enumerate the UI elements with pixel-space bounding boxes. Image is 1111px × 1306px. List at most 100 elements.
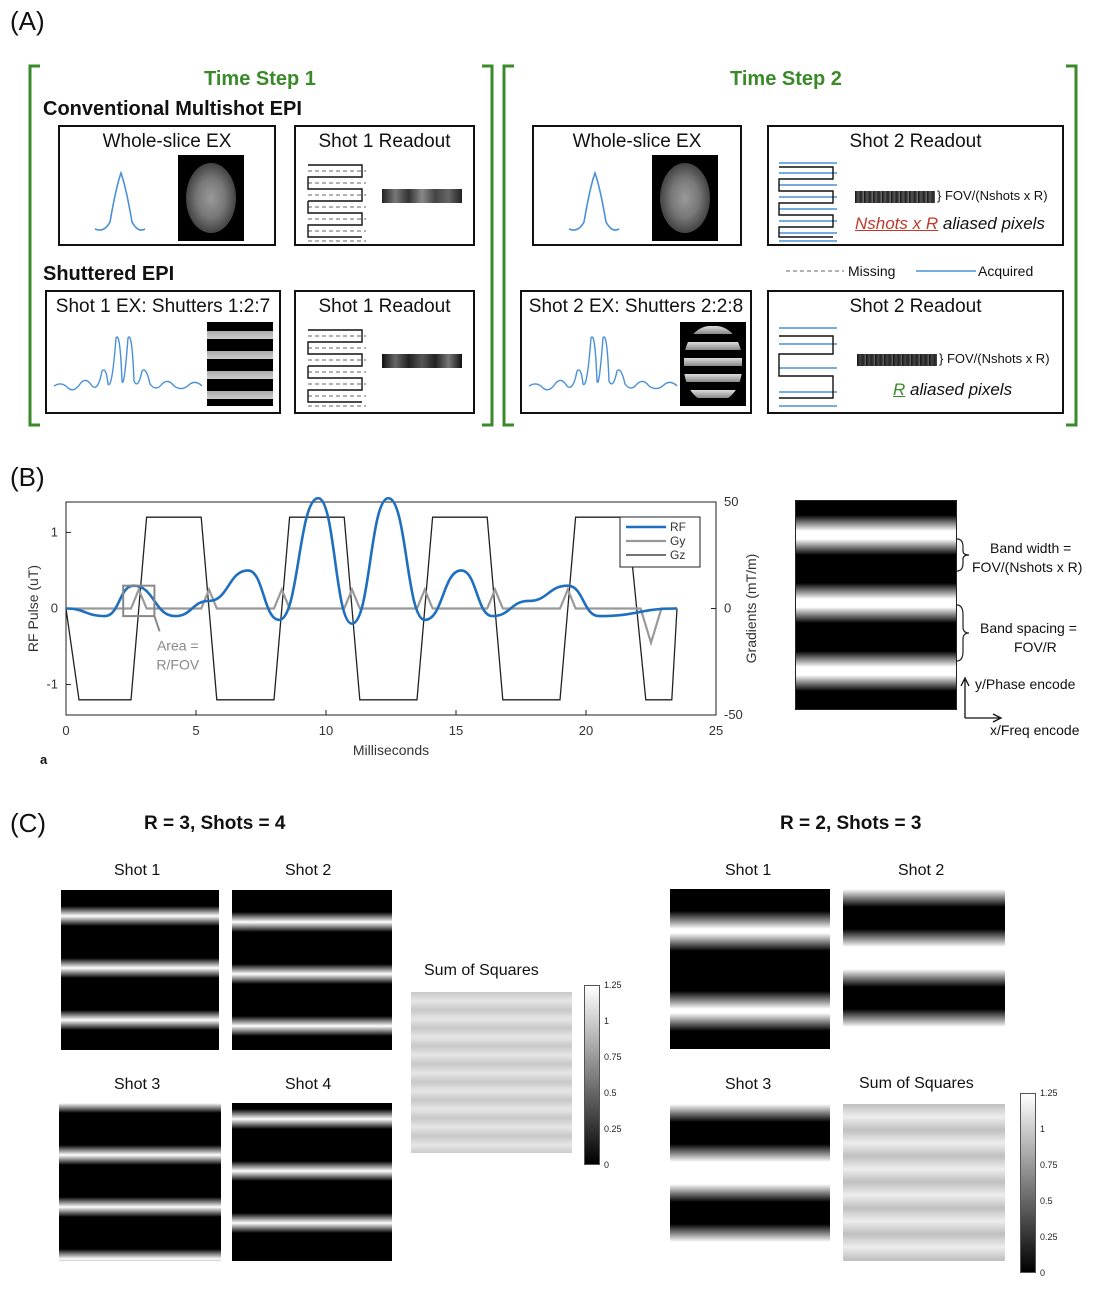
aliased-strip-icon-2	[857, 354, 937, 366]
y-tick-label-2: -1	[46, 677, 58, 692]
aliased-pixels-shuttered: R aliased pixels	[893, 380, 1012, 400]
left-shot1-pattern	[61, 890, 219, 1050]
y2-axis-label: Gradients (mT/m)	[743, 554, 759, 664]
right-sos-label: Sum of Squares	[859, 1075, 974, 1092]
left-cbar-tick-4: 0.25	[604, 1124, 622, 1134]
right-sos-pattern	[843, 1104, 1005, 1261]
right-cbar-tick-4: 0.25	[1040, 1232, 1058, 1242]
left-cbar-tick-0: 1.25	[604, 980, 622, 990]
left-sos-label: Sum of Squares	[424, 962, 539, 979]
right-shot1-pattern	[670, 889, 830, 1049]
band-spacing-label-1: Band spacing =	[980, 620, 1077, 636]
conventional-epi-title: Conventional Multishot EPI	[43, 98, 302, 120]
y-phase-label: y/Phase encode	[975, 676, 1076, 692]
right-shot2-pattern	[843, 889, 1005, 1049]
area-label-1: Area =	[157, 637, 199, 653]
left-shot3-pattern	[59, 1103, 221, 1261]
whole-slice-ex-label-2: Whole-slice EX	[572, 131, 702, 152]
band-width-label-1: Band width =	[990, 540, 1072, 556]
left-config-title: R = 3, Shots = 4	[144, 813, 286, 834]
y2-tick-label-1: 0	[724, 601, 731, 616]
y-tick-label-1: 0	[51, 601, 58, 616]
legend-acquired-label: Acquired	[978, 263, 1034, 279]
x-freq-label: x/Freq encode	[990, 722, 1080, 738]
shot2-readout-box-shuttered: Shot 2 Readout } FOV/(Nshots x R) R alia…	[767, 290, 1064, 414]
y-tick-label-0: 1	[51, 524, 58, 539]
shot2-ex-label: Shot 2 EX: Shutters 2:2:8	[528, 296, 744, 317]
band-spacing-label-2: FOV/R	[1014, 639, 1057, 655]
right-config-title: R = 2, Shots = 3	[780, 813, 922, 834]
y2-tick-label-2: -50	[724, 707, 743, 722]
x-tick-label-4: 20	[579, 723, 593, 738]
legend-label-1: Gy	[670, 534, 685, 548]
shot2-readout-box-conventional: Shot 2 Readout } FOV/(Nshots x R) Nshots…	[767, 125, 1064, 246]
right-shot1-label: Shot 1	[725, 862, 772, 879]
y2-tick-label-0: 50	[724, 494, 738, 509]
shutter-pulse-icon	[53, 336, 203, 391]
right-shot3-label: Shot 3	[725, 1076, 772, 1093]
legend-label-0: RF	[670, 520, 686, 534]
x-axis-label: Milliseconds	[353, 742, 429, 758]
rf-line	[65, 496, 678, 626]
right-cbar-tick-2: 0.75	[1040, 1160, 1058, 1170]
x-tick-label-5: 25	[709, 723, 723, 738]
left-shot3-label: Shot 3	[114, 1076, 161, 1093]
aliased-image-icon	[382, 189, 462, 203]
shot2-ex-box: Shot 2 EX: Shutters 2:2:8	[520, 290, 752, 414]
sub-letter-a: a	[40, 752, 48, 767]
shot1-readout-label: Shot 1 Readout	[318, 131, 451, 152]
right-cbar-tick-3: 0.5	[1040, 1196, 1053, 1206]
shuttered-epi-title: Shuttered EPI	[43, 263, 175, 285]
shot1-ex-box: Shot 1 EX: Shutters 1:2:7	[45, 290, 281, 414]
right-cbar-tick-1: 1	[1040, 1124, 1046, 1134]
acquired-trajectory-icon	[778, 162, 837, 242]
left-shot2-label: Shot 2	[285, 862, 332, 879]
shot1-readout-box-shuttered: Shot 1 Readout	[294, 290, 475, 414]
band-pattern	[795, 500, 957, 710]
left-shot1-label: Shot 1	[114, 862, 161, 879]
x-tick-label-2: 10	[319, 723, 333, 738]
area-label-2: R/FOV	[156, 656, 199, 672]
aliased-pixels-text: aliased pixels	[938, 214, 1045, 233]
gy-line	[66, 586, 677, 647]
x-tick-label-1: 5	[192, 723, 199, 738]
panel-a-letter: (A)	[10, 6, 45, 36]
gz-line	[65, 516, 678, 701]
area-callout-box	[122, 584, 156, 618]
whole-slice-ex-label: Whole-slice EX	[102, 131, 232, 152]
readout-trajectory-icon-2	[307, 329, 366, 407]
aliased-strip-icon	[855, 191, 935, 203]
fov-label-2: } FOV/(Nshots x R)	[939, 351, 1050, 366]
left-cbar-tick-5: 0	[604, 1160, 610, 1170]
shot2-readout-label: Shot 2 Readout	[849, 131, 982, 152]
left-colorbar	[584, 985, 600, 1165]
time-step-1-label: Time Step 1	[204, 68, 316, 90]
area-callout-line	[153, 615, 161, 632]
left-shot4-label: Shot 4	[285, 1076, 332, 1093]
right-cbar-tick-0: 1.25	[1040, 1088, 1058, 1098]
band-brackets	[956, 538, 970, 662]
whole-slice-ex-box-2: Whole-slice EX	[532, 125, 742, 246]
shot2-readout-shuttered-label: Shot 2 Readout	[849, 296, 982, 317]
time-step-brackets	[28, 64, 1078, 427]
left-cbar-tick-1: 1	[604, 1016, 610, 1026]
left-shot2-pattern	[232, 890, 392, 1050]
right-colorbar	[1020, 1093, 1036, 1273]
sinc-pulse-icon	[94, 170, 146, 231]
shutter-pulse-icon-2	[528, 336, 678, 391]
left-sos-pattern	[411, 992, 572, 1153]
legend-missing-label: Missing	[848, 263, 896, 279]
aliased-pixels-conventional: Nshots x R aliased pixels	[855, 214, 1045, 234]
whole-slice-ex-box-1: Whole-slice EX	[58, 125, 276, 246]
shuttered-brain-icon-2	[680, 322, 746, 406]
shot1-readout-shuttered-label: Shot 1 Readout	[318, 296, 451, 317]
y-axis-label: RF Pulse (uT)	[25, 565, 41, 652]
right-shot2-label: Shot 2	[898, 862, 945, 879]
left-cbar-tick-3: 0.5	[604, 1088, 617, 1098]
panel-c-letter: (C)	[10, 808, 47, 838]
nshots-colored: Nshots x R	[855, 214, 939, 233]
band-width-label-2: FOV/(Nshots x R)	[972, 559, 1083, 575]
shuttered-brain-icon	[207, 322, 273, 406]
shot1-ex-label: Shot 1 EX: Shutters 1:2:7	[55, 296, 271, 317]
